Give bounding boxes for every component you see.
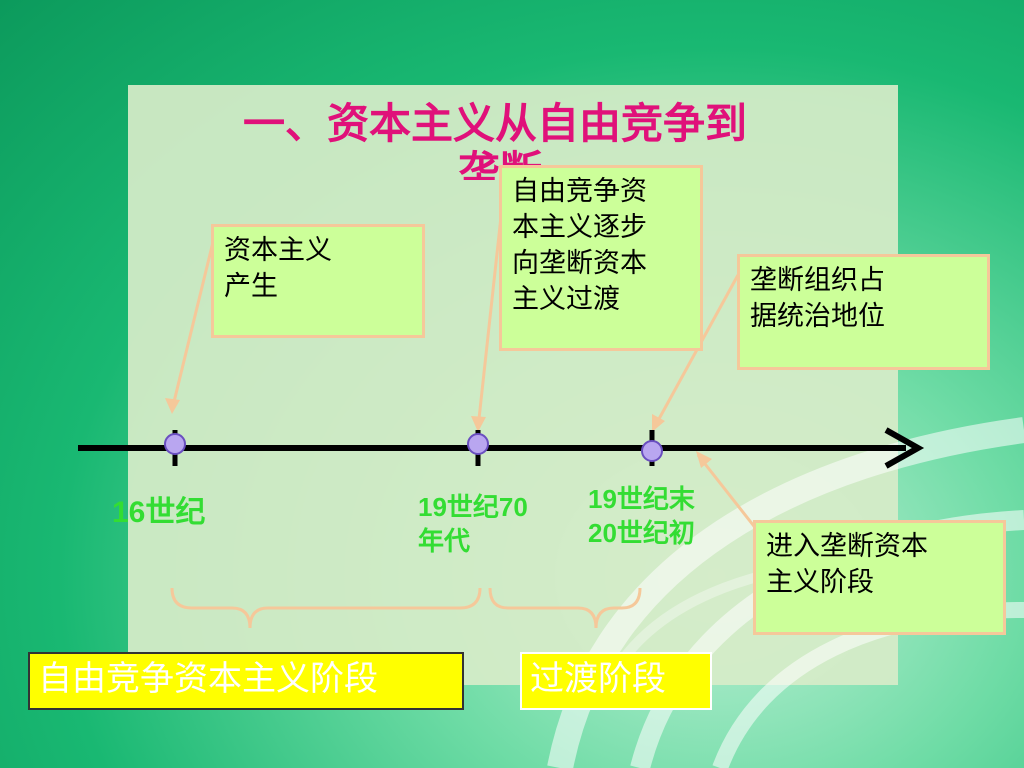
timeline-arrowhead bbox=[884, 427, 925, 469]
callout-arrowhead-4 bbox=[696, 451, 712, 468]
timeline-marker-1 bbox=[164, 433, 186, 455]
timeline-label-line: 19世纪70 bbox=[418, 492, 528, 522]
callout-line: 主义过渡 bbox=[512, 284, 620, 315]
brace-transition bbox=[488, 587, 642, 629]
timeline-marker-2 bbox=[467, 433, 489, 455]
timeline-label-line: 16世纪 bbox=[112, 496, 206, 529]
callout-monopoly-stage: 进入垄断资本 主义阶段 bbox=[753, 520, 1006, 635]
timeline-label-16th-century: 16世纪 bbox=[112, 496, 205, 530]
callout-arrow-3 bbox=[652, 274, 740, 429]
timeline-label-1870s: 19世纪70 年代 bbox=[418, 490, 528, 558]
callout-arrowhead-2 bbox=[471, 416, 486, 432]
callout-line: 向垄断资本 bbox=[512, 248, 647, 279]
callout-line: 主义阶段 bbox=[766, 567, 874, 598]
timeline-label-line: 19世纪末 bbox=[588, 484, 695, 514]
callout-line: 垄断组织占 bbox=[750, 265, 885, 296]
brace-free-competition bbox=[170, 587, 482, 629]
callout-line: 进入垄断资本 bbox=[766, 531, 928, 562]
callout-line: 产生 bbox=[224, 271, 278, 302]
callout-arrowhead-3 bbox=[652, 414, 665, 432]
timeline-label-turn-of-century: 19世纪末 20世纪初 bbox=[588, 482, 695, 550]
callout-line: 据统治地位 bbox=[750, 301, 885, 332]
callout-arrowhead-1 bbox=[165, 398, 180, 414]
callout-transition-to-monopoly: 自由竞争资 本主义逐步 向垄断资本 主义过渡 bbox=[499, 165, 703, 351]
slide-title: 一、资本主义从自由竞争到 bbox=[242, 99, 747, 148]
timeline-label-line: 20世纪初 bbox=[588, 518, 695, 548]
timeline-marker-3 bbox=[641, 440, 663, 462]
stage-free-competition: 自由竞争资本主义阶段 bbox=[28, 652, 464, 710]
callout-line: 本主义逐步 bbox=[512, 212, 647, 243]
callout-line: 自由竞争资 bbox=[512, 176, 647, 207]
callout-arrow-1 bbox=[170, 237, 216, 411]
callout-capitalism-emerges: 资本主义 产生 bbox=[211, 224, 425, 338]
callout-line: 资本主义 bbox=[224, 235, 332, 266]
callout-arrow-4 bbox=[696, 454, 759, 531]
callout-monopoly-dominates: 垄断组织占 据统治地位 bbox=[737, 254, 990, 370]
timeline-label-line: 年代 bbox=[418, 526, 471, 556]
stage-transition: 过渡阶段 bbox=[520, 652, 712, 710]
